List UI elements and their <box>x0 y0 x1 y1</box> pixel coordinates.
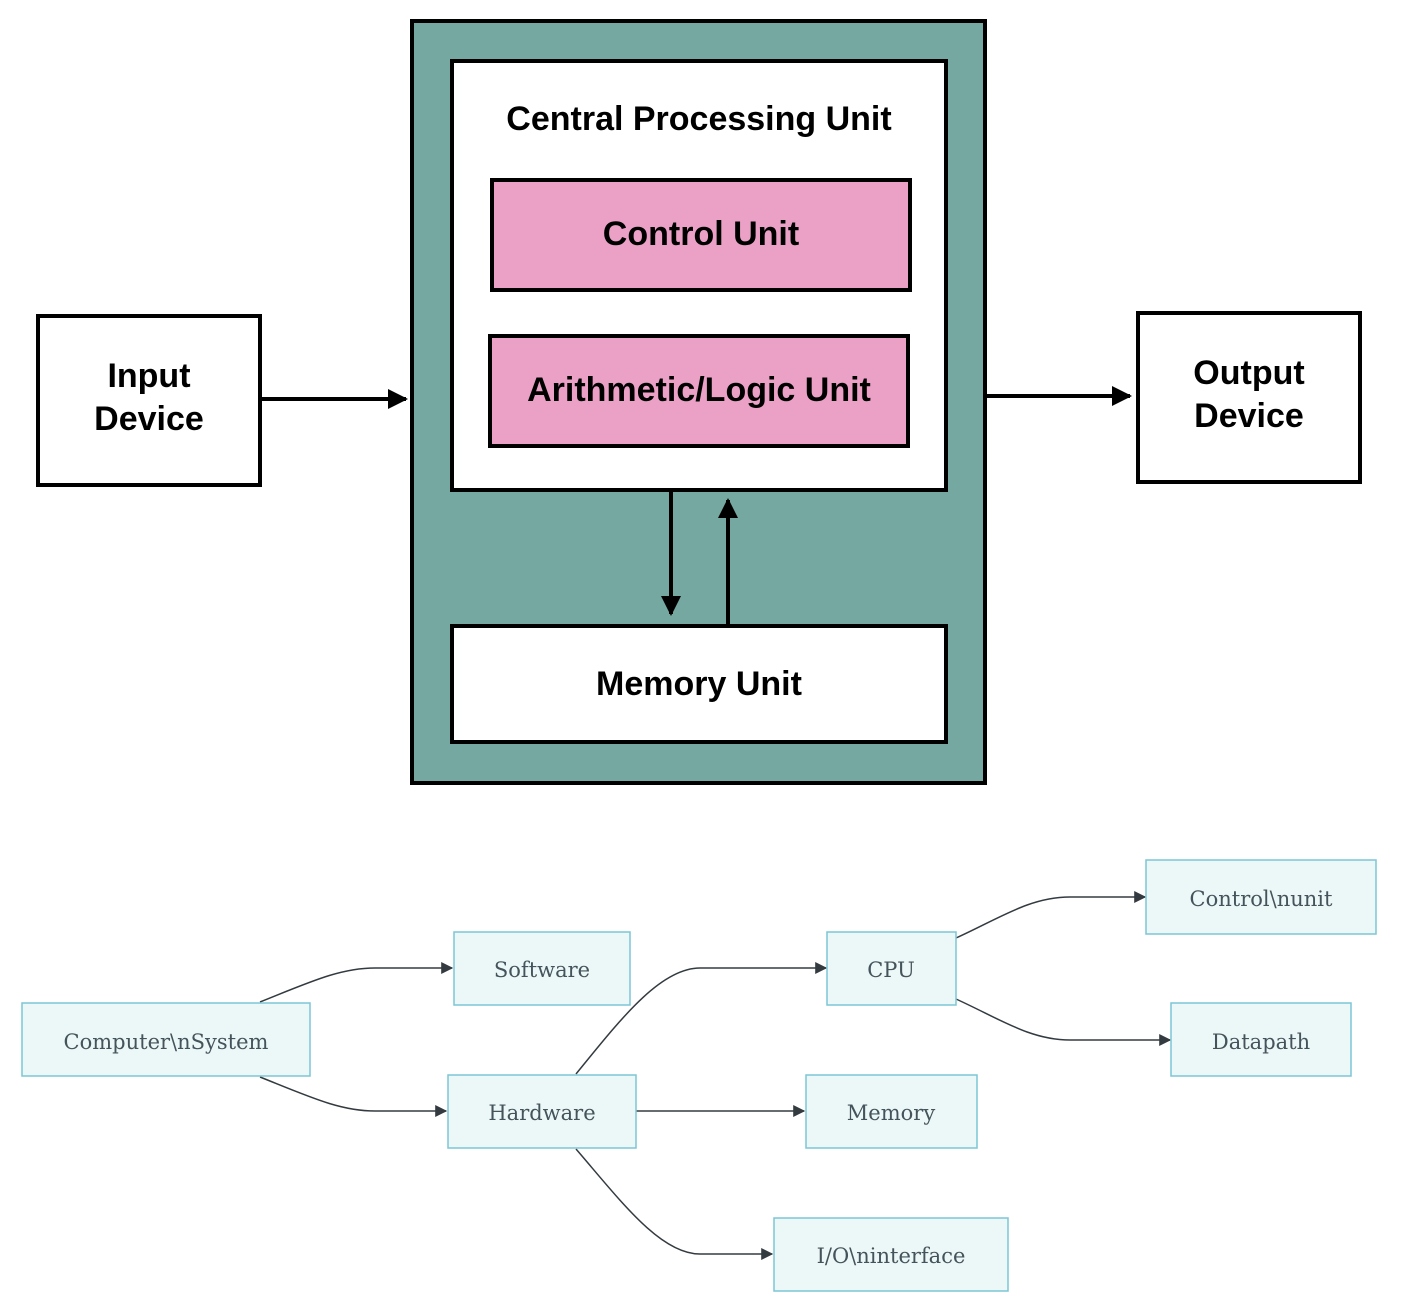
node-control-unit: Control\nunit <box>1145 859 1377 935</box>
node-control-unit-label: Control\nunit <box>1190 887 1333 911</box>
edge-cpu-datapath <box>955 998 1172 1046</box>
node-software: Software <box>453 931 631 1006</box>
node-datapath: Datapath <box>1170 1002 1352 1077</box>
node-hardware: Hardware <box>447 1074 637 1149</box>
control-unit-box: Control Unit <box>490 178 912 292</box>
node-memory-label: Memory <box>847 1101 936 1125</box>
output-device-label-line2: Device <box>1194 397 1304 435</box>
edge-cpu-control <box>955 891 1147 939</box>
cpu-box: Central Processing Unit Control Unit Ari… <box>450 59 948 492</box>
input-device-label-line1: Input <box>107 357 190 395</box>
alu-box: Arithmetic/Logic Unit <box>488 334 910 448</box>
input-device-box: Input Device <box>36 314 262 487</box>
node-memory: Memory <box>805 1074 978 1149</box>
node-computer-system-label: Computer\nSystem <box>64 1030 269 1054</box>
memory-unit-label: Memory Unit <box>596 665 802 703</box>
edge-hardware-cpu <box>575 962 828 1075</box>
edge-hardware-io <box>575 1148 774 1260</box>
node-hardware-label: Hardware <box>488 1101 595 1125</box>
node-cpu: CPU <box>826 931 957 1006</box>
node-io-interface-label: I/O\ninterface <box>817 1244 966 1268</box>
edge-computer-software <box>259 962 454 1003</box>
node-software-label: Software <box>494 958 590 982</box>
hierarchy-flowchart <box>259 891 1172 1260</box>
node-datapath-label: Datapath <box>1212 1030 1310 1054</box>
memory-unit-box: Memory Unit <box>450 624 948 744</box>
cpu-title: Central Processing Unit <box>506 100 891 138</box>
node-computer-system: Computer\nSystem <box>21 1002 311 1077</box>
control-unit-label: Control Unit <box>603 215 799 253</box>
node-cpu-label: CPU <box>867 958 915 982</box>
edge-computer-hardware <box>259 1076 448 1117</box>
alu-label: Arithmetic/Logic Unit <box>527 371 871 409</box>
output-device-box: Output Device <box>1136 311 1362 484</box>
output-device-label-line1: Output <box>1193 354 1304 392</box>
node-io-interface: I/O\ninterface <box>773 1217 1009 1292</box>
input-device-label-line2: Device <box>94 400 204 438</box>
flowchart-nodes: Computer\nSystem Software Hardware CPU M… <box>21 859 1377 1292</box>
von-neumann-diagram: Input Device Central Processing Unit Con… <box>36 19 1362 785</box>
